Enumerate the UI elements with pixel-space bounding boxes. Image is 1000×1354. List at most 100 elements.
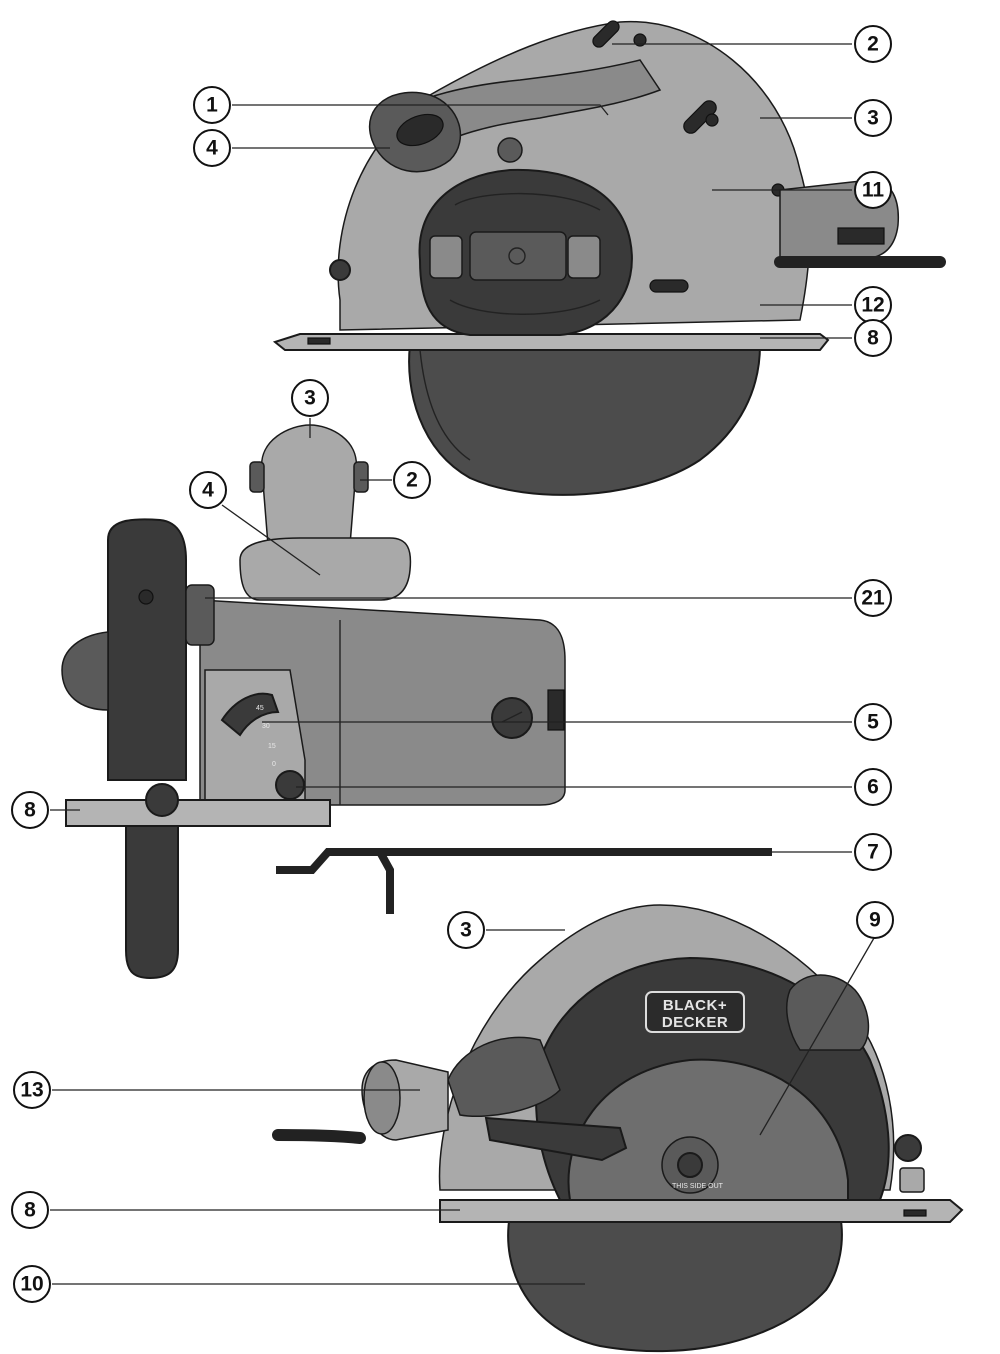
callout-label: 4 [206, 137, 218, 160]
callout-label: 8 [24, 799, 36, 822]
brand-line-1: BLACK+ [663, 997, 727, 1014]
top-front-grip-slot [396, 113, 444, 147]
callout-label: 13 [20, 1079, 43, 1102]
mid-scale-15: 15 [268, 743, 276, 750]
callout-label: 10 [20, 1273, 43, 1296]
mid-scale-0: 0 [272, 761, 276, 768]
lead-4-mid [221, 504, 321, 576]
top-depth-knob [329, 259, 351, 281]
top-lock-button [497, 137, 523, 163]
mid-guard-screw [138, 589, 154, 605]
top-motor-rib-a [454, 192, 601, 211]
callout-label: 2 [867, 33, 879, 56]
callout-21-mid: 21 [854, 579, 892, 617]
top-bevel-lever [649, 279, 689, 293]
top-cord-clip [837, 227, 885, 245]
callout-label: 12 [861, 294, 884, 317]
callout-7-mid: 7 [854, 833, 892, 871]
callout-8-top: 8 [854, 319, 892, 357]
callouts: 1 2 3 4 11 12 8 3 2 4 21 5 6 8 7 3 9 13 … [11, 25, 894, 1303]
callout-label: 8 [867, 327, 879, 350]
bot-spindle-text: THIS SIDE OUT [672, 1183, 724, 1190]
top-guard-edge [419, 349, 471, 461]
bot-rear-handle [447, 1036, 561, 1118]
callout-label: 1 [206, 94, 218, 117]
bot-front-knob [786, 974, 870, 1051]
bot-depth-knob [894, 1134, 922, 1162]
callout-10-bot: 10 [13, 1265, 51, 1303]
callout-4-mid: 4 [189, 471, 227, 509]
top-screw-a [633, 33, 647, 47]
bot-clamp [899, 1167, 925, 1193]
bot-shoe-notch [903, 1209, 927, 1217]
mid-pivot [145, 783, 179, 817]
callout-4-top: 4 [193, 129, 231, 167]
callout-label: 7 [867, 841, 879, 864]
top-motor-center [508, 247, 526, 265]
bot-lower-guard [507, 1214, 843, 1353]
bot-base-shoe [439, 1199, 964, 1223]
hex-key [276, 848, 772, 914]
bot-blade-bolt [677, 1152, 703, 1178]
mid-scale-45: 45 [256, 705, 264, 712]
callout-label: 3 [304, 387, 316, 410]
callout-11-top: 11 [854, 171, 892, 209]
bot-trigger-lever [484, 1116, 628, 1162]
brand-badge [645, 991, 745, 1033]
bot-power-cord [272, 1129, 366, 1144]
callout-5-mid: 5 [854, 703, 892, 741]
mid-lower-guard [125, 825, 179, 980]
mid-bevel-arm [220, 692, 280, 737]
lead-9-bot [759, 937, 875, 1136]
callout-label: 3 [460, 919, 472, 942]
top-brush-cap-left [429, 235, 463, 279]
callout-label: 21 [861, 587, 885, 610]
callout-1-top: 1 [193, 86, 231, 124]
top-base-shoe [272, 333, 830, 351]
callout-label: 8 [24, 1199, 36, 1222]
callout-label: 3 [867, 107, 879, 130]
callout-3-top: 3 [854, 99, 892, 137]
callout-6-mid: 6 [854, 768, 892, 806]
lead-1-top [232, 104, 609, 116]
mid-spindle-slot [501, 711, 523, 723]
mid-handle-side-left [249, 461, 265, 493]
leader-lines [50, 43, 875, 1285]
callout-label: 11 [862, 179, 885, 202]
top-shoe-notch [307, 337, 331, 345]
callout-13-bot: 13 [13, 1071, 51, 1109]
mid-spindle-lock [491, 697, 533, 739]
saw-bottom-view: BLACK+ DECKER THIS SIDE OUT [272, 904, 964, 1353]
callout-3-bot: 3 [447, 911, 485, 949]
saw-top-view [272, 20, 946, 496]
callout-label: 9 [869, 909, 881, 932]
top-vent-slot-a [592, 20, 620, 48]
callout-label: 6 [867, 776, 879, 799]
callout-8-mid: 8 [11, 791, 49, 829]
mid-blade-guard-column [107, 518, 187, 781]
mid-handle-side-right [353, 461, 369, 493]
callout-2-mid: 2 [393, 461, 431, 499]
brand-line-2: DECKER [662, 1014, 728, 1031]
callout-3-mid: 3 [291, 379, 329, 417]
mid-front-bumper [61, 631, 109, 711]
top-motor-cap [469, 231, 567, 281]
callout-8-bot: 8 [11, 1191, 49, 1229]
mid-handle-grip [261, 424, 357, 546]
top-brush-cap-right [567, 235, 601, 279]
mid-vent [547, 689, 565, 731]
mid-bevel-plate [204, 669, 306, 801]
callout-12-top: 12 [854, 286, 892, 324]
top-lower-guard [408, 344, 762, 496]
top-vent-slot-b [683, 100, 717, 134]
bot-dust-port-opening [363, 1061, 401, 1135]
callout-label: 4 [202, 479, 214, 502]
mid-bevel-knob [275, 770, 305, 800]
callout-label: 5 [867, 711, 879, 734]
callout-label: 2 [406, 469, 418, 492]
mid-scale-30: 30 [262, 723, 270, 730]
callout-2-top: 2 [854, 25, 892, 63]
mid-depth-post [185, 584, 215, 646]
top-motor-rib-b [449, 299, 601, 315]
